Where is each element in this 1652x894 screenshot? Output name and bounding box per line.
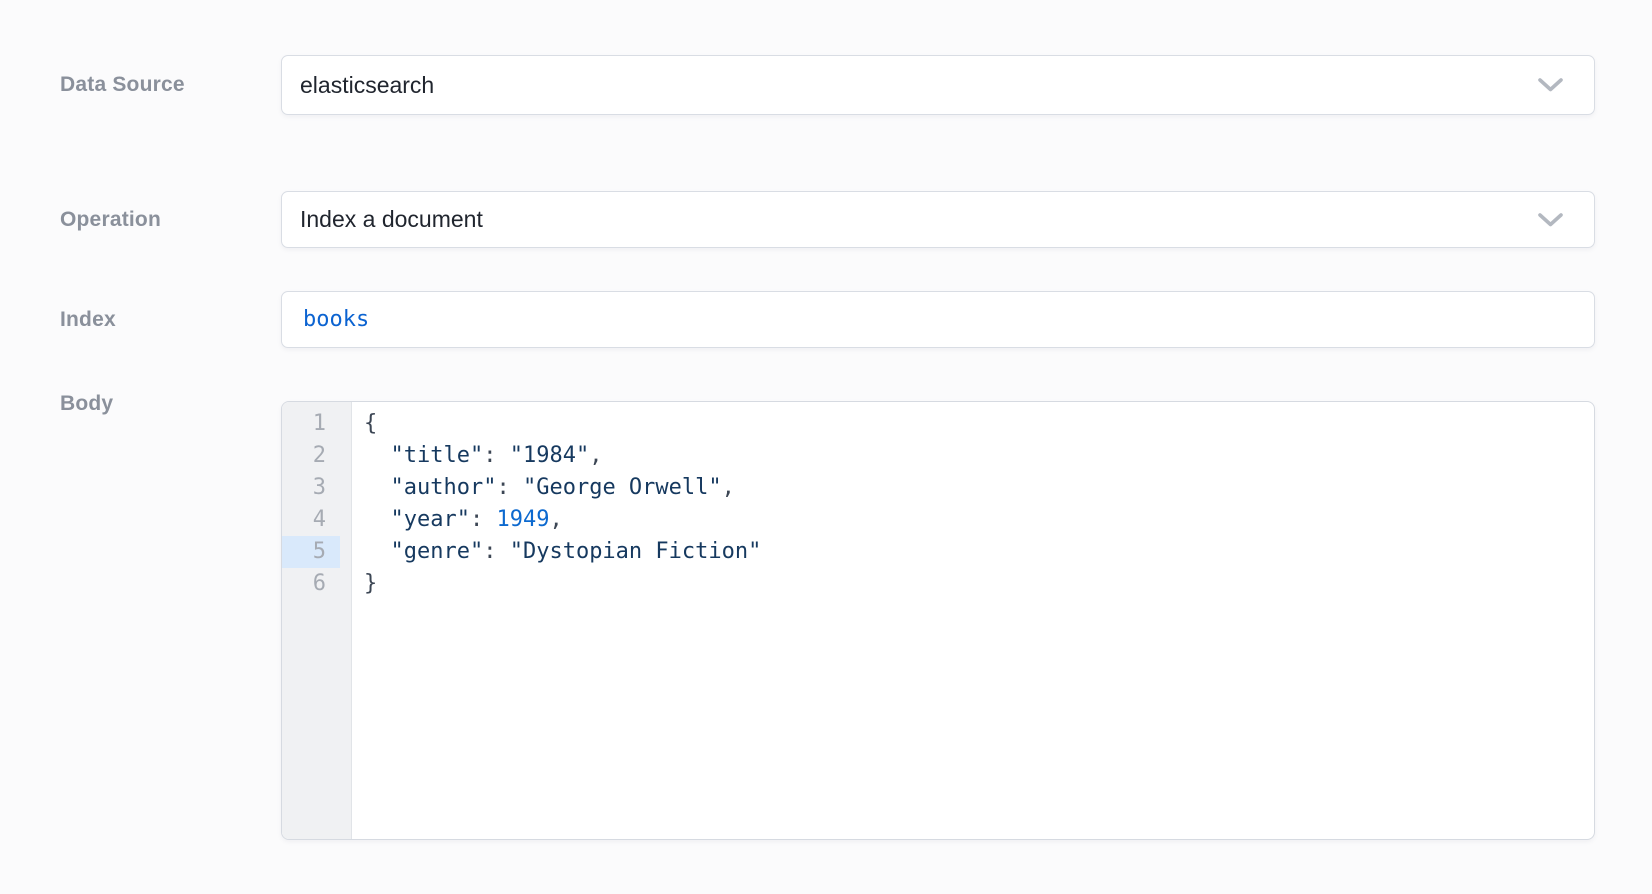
code-line: } bbox=[364, 571, 378, 596]
node-parameters-form: Data Source elasticsearch Operation Inde… bbox=[60, 55, 1595, 840]
chevron-down-icon bbox=[1537, 212, 1564, 228]
code-line: "title": "1984", bbox=[390, 443, 603, 468]
code-editor-gutter: 1 2 3 4 5 6 bbox=[282, 402, 352, 839]
code-line: { bbox=[364, 411, 378, 436]
index-input-value: books bbox=[303, 307, 370, 332]
line-number: 1 bbox=[312, 411, 326, 436]
code-line: "author": "George Orwell", bbox=[390, 475, 735, 500]
code-editor-content[interactable]: { "title": "1984", "author": "George Orw… bbox=[352, 402, 1594, 839]
form-row-data-source: Data Source elasticsearch bbox=[60, 55, 1595, 115]
form-row-index: Index books bbox=[60, 291, 1595, 348]
index-input[interactable]: books bbox=[281, 291, 1595, 348]
data-source-select[interactable]: elasticsearch bbox=[281, 55, 1595, 115]
body-code-editor[interactable]: 1 2 3 4 5 6 { "title": "1984", "author": "Geo… bbox=[281, 401, 1595, 840]
line-number: 2 bbox=[312, 443, 326, 468]
body-label: Body bbox=[60, 392, 114, 415]
operation-select[interactable]: Index a document bbox=[281, 191, 1595, 248]
code-line: "year": 1949, bbox=[390, 507, 563, 532]
chevron-down-icon bbox=[1537, 77, 1564, 93]
line-number: 6 bbox=[312, 571, 326, 596]
line-number: 3 bbox=[312, 475, 326, 500]
form-row-body: Body 1 2 3 4 5 6 { "title": "1984", "author":… bbox=[60, 392, 1595, 840]
line-number: 4 bbox=[312, 507, 326, 532]
data-source-value: elasticsearch bbox=[300, 71, 435, 98]
form-row-operation: Operation Index a document bbox=[60, 191, 1595, 248]
line-number: 5 bbox=[282, 536, 340, 568]
operation-value: Index a document bbox=[300, 206, 483, 232]
operation-label: Operation bbox=[60, 207, 161, 231]
code-line: "genre": "Dystopian Fiction" bbox=[390, 539, 762, 564]
data-source-label: Data Source bbox=[60, 73, 185, 96]
index-label: Index bbox=[60, 307, 116, 331]
